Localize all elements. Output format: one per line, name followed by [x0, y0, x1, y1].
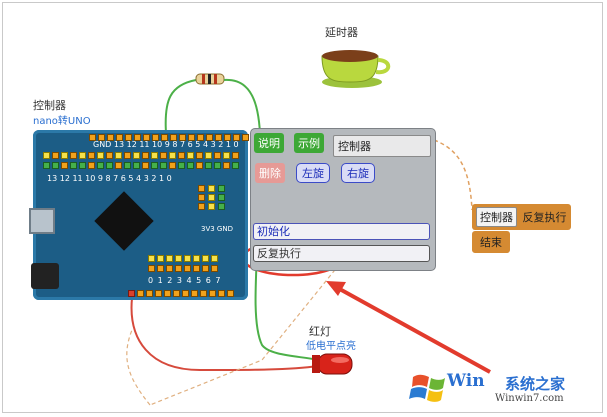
digital-label: 13 12 11 10 9 8 7 6 5 4 3 2 1 0 [47, 174, 172, 183]
red-led [312, 353, 353, 375]
resistor [195, 73, 225, 85]
usb-port [29, 208, 55, 234]
code-block-end[interactable]: 结束 [472, 231, 510, 253]
annotation-arrow-line [335, 285, 491, 374]
slot-init[interactable]: 初始化 [253, 223, 430, 240]
controller-sub-label: nano转UNO [33, 116, 91, 127]
side-header-2 [208, 185, 215, 210]
code-block-loop-label: 反复执行 [522, 211, 567, 224]
delete-button[interactable]: 删除 [255, 163, 285, 183]
digital-header-row2 [43, 162, 239, 169]
teacup-image [321, 50, 391, 88]
analog-header-row1 [148, 255, 218, 262]
arduino-board[interactable]: GND 13 12 11 10 9 8 7 6 5 4 3 2 1 0 13 1… [29, 130, 258, 300]
flow-line-left [126, 329, 151, 406]
power-jack [31, 263, 59, 289]
top-pin-label: GND 13 12 11 10 9 8 7 6 5 4 3 2 1 0 [93, 140, 239, 149]
watermark: Win 系统之家 Winwin7.com [407, 367, 603, 411]
redlight-sub-label: 低电平点亮 [306, 341, 356, 352]
red-wire [130, 297, 319, 372]
rotate-right-button[interactable]: 右旋 [341, 163, 375, 183]
redlight-label: 红灯 [309, 325, 331, 338]
watermark-site: Winwin7.com [495, 393, 564, 404]
top-pin-header [89, 134, 258, 141]
analog-label: 0 1 2 3 4 5 6 7 [148, 276, 222, 285]
tab-description[interactable]: 说明 [254, 133, 284, 153]
annotation-arrow-head [326, 281, 346, 296]
mcu-chip [94, 191, 154, 251]
slot-loop[interactable]: 反复执行 [253, 245, 430, 262]
controller-label: 控制器 [33, 99, 66, 112]
windows-logo-icon [409, 374, 445, 402]
watermark-win-text: Win [447, 371, 485, 391]
panel-title: 控制器 [333, 135, 431, 157]
side-header-3 [218, 185, 225, 210]
image-frame [2, 2, 603, 413]
flow-line-top [433, 139, 473, 211]
power-label: 3V3 GND [201, 225, 233, 233]
delay-label: 延时器 [325, 26, 358, 39]
code-block-controller-ref: 控制器 [476, 207, 517, 227]
tab-example[interactable]: 示例 [294, 133, 324, 153]
digital-header-row1 [43, 152, 239, 159]
analog-header-row2 [148, 265, 218, 272]
code-block-loop[interactable]: 控制器 反复执行 [472, 204, 571, 230]
watermark-brand: 系统之家 [505, 375, 566, 393]
bottom-pin-header [128, 290, 234, 297]
side-header-1 [198, 185, 205, 210]
rotate-left-button[interactable]: 左旋 [296, 163, 330, 183]
green-wire-left [164, 79, 197, 134]
flow-line-diag [149, 149, 433, 406]
